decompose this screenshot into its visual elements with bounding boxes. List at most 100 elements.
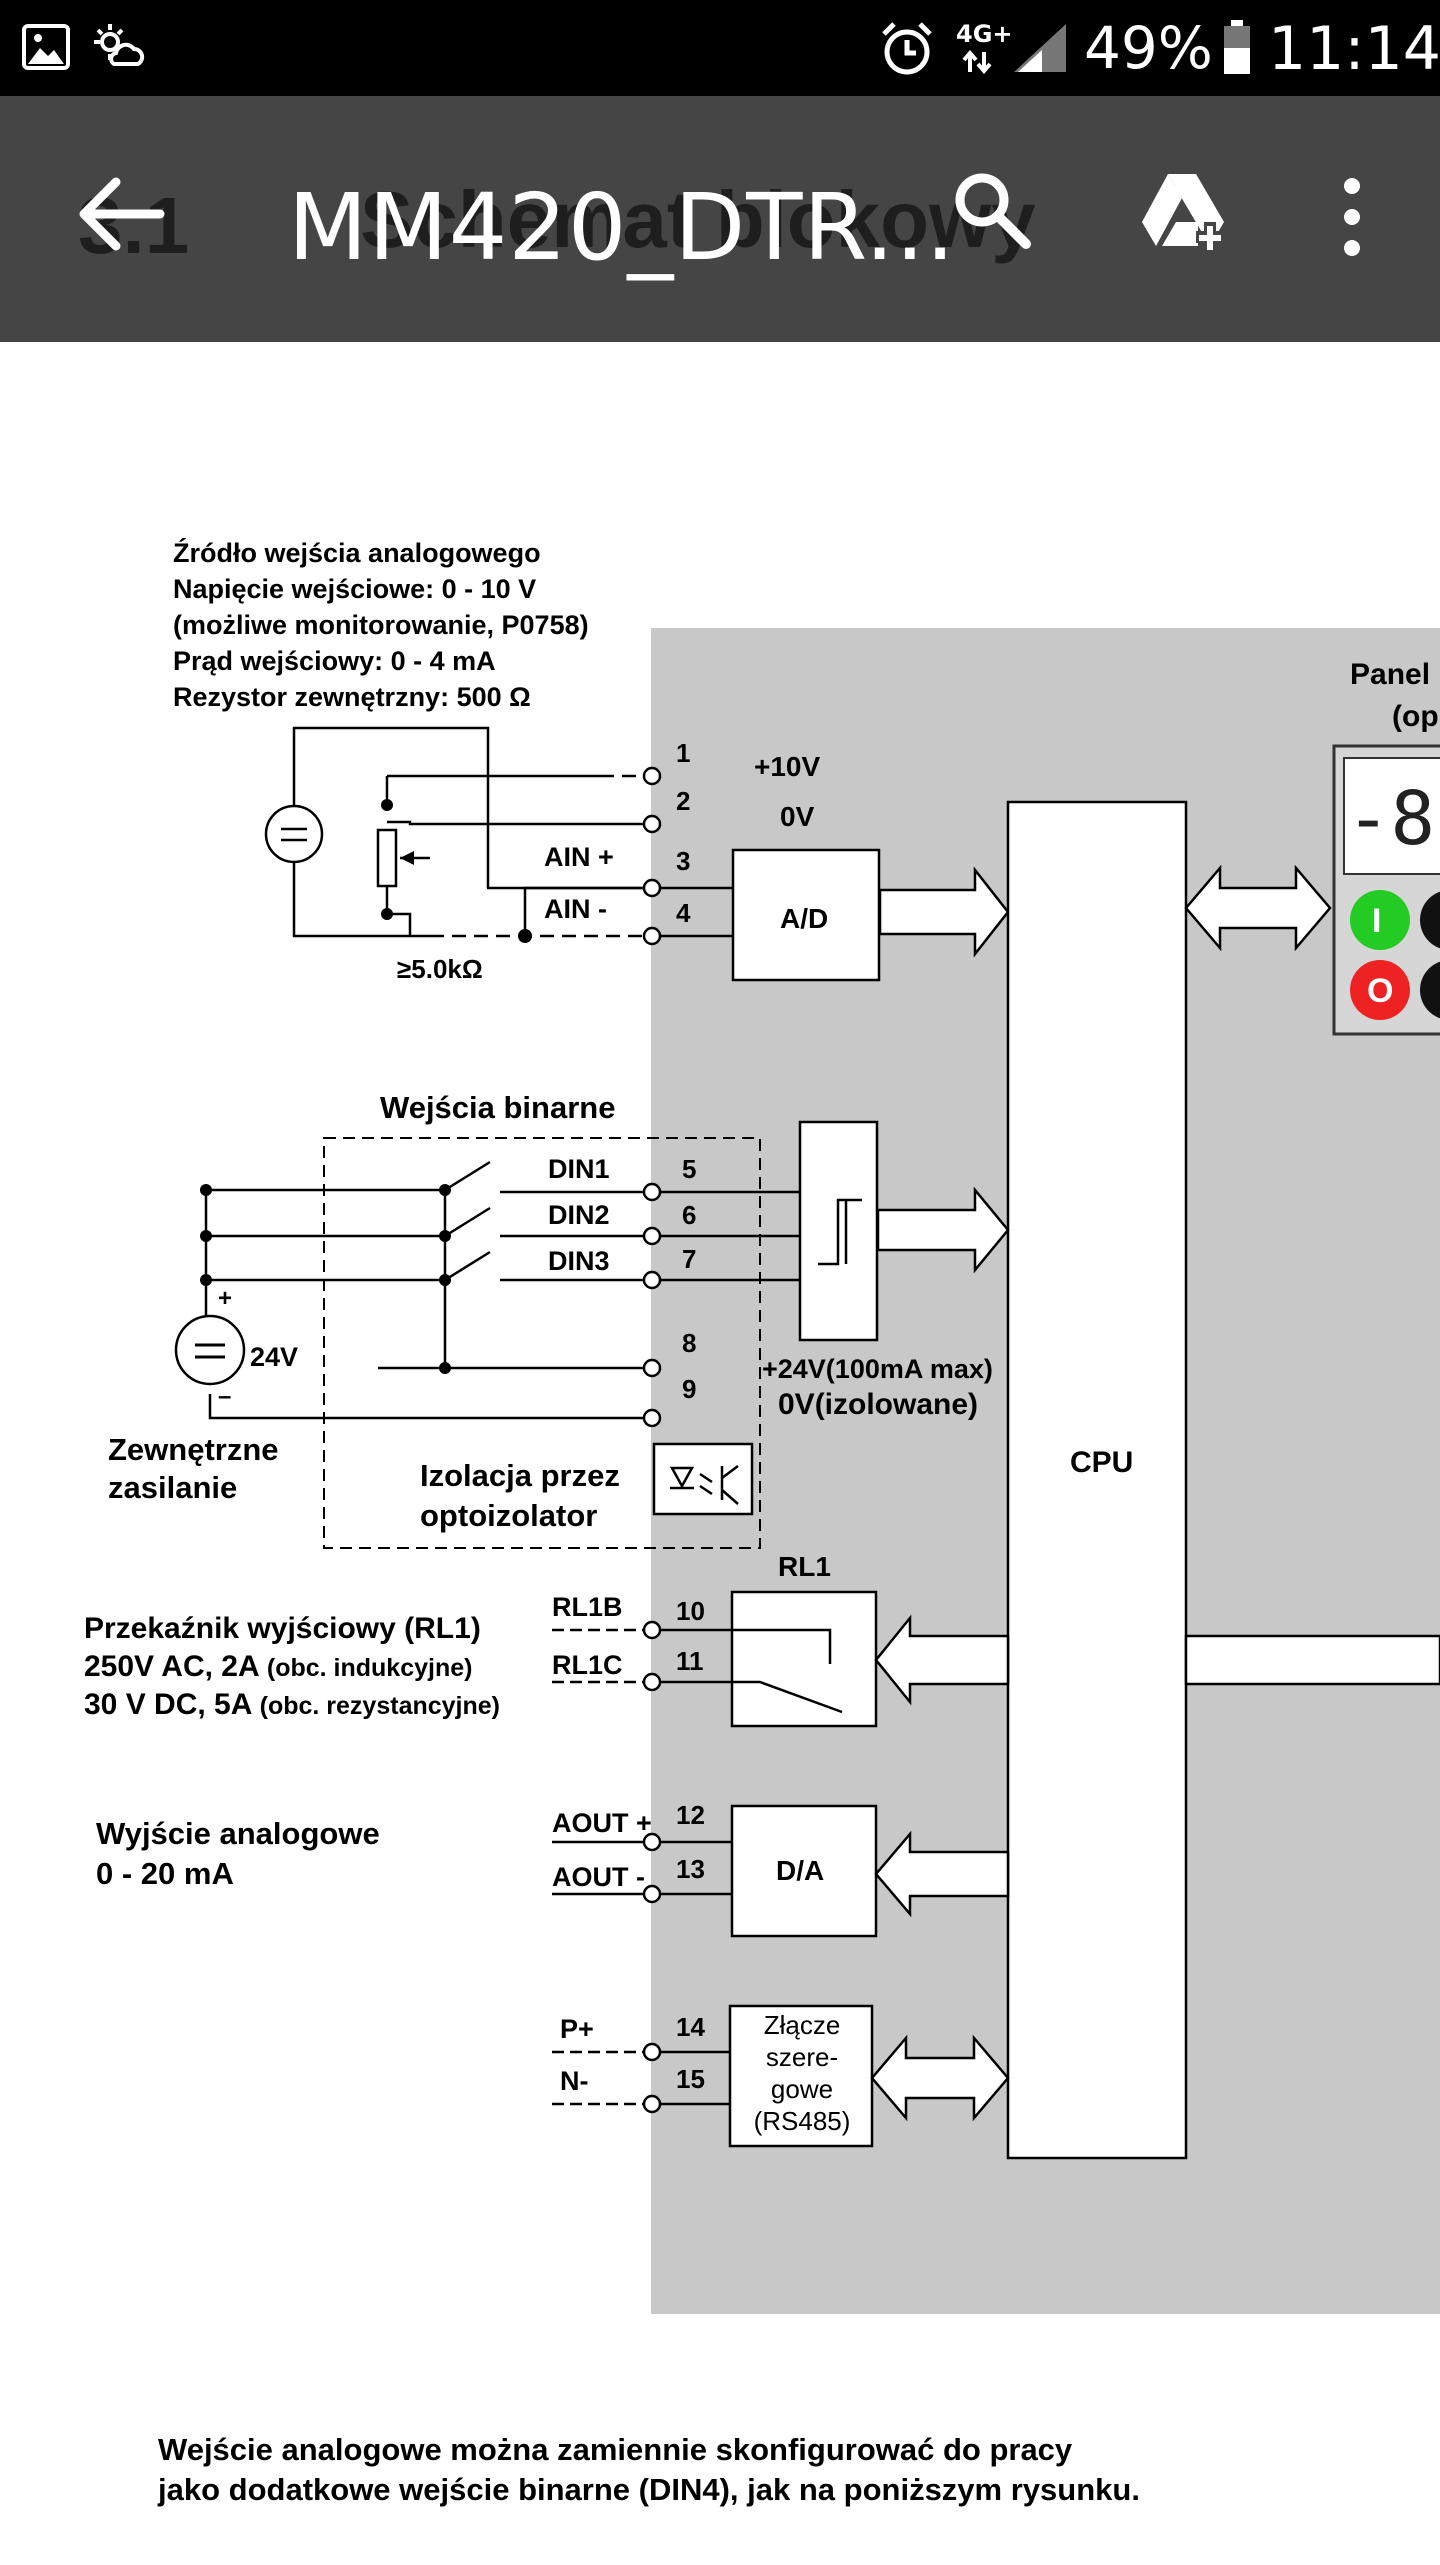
relay-desc-3a: 30 V DC, 5A — [84, 1688, 252, 1721]
terminal-4: 4 — [676, 898, 691, 928]
label-p-plus: P+ — [560, 2014, 594, 2044]
da-converter-block — [730, 1804, 878, 1938]
label-ain-minus: AIN - — [544, 894, 607, 924]
terminal-14: 14 — [676, 2012, 705, 2042]
cpu-panel-arrow — [1184, 864, 1332, 952]
network-type: 4G+ — [956, 20, 1013, 48]
data-arrows-icon — [962, 50, 992, 74]
ad-to-cpu-arrow — [878, 866, 1010, 958]
terminal-9: 9 — [682, 1374, 696, 1404]
gallery-notification-icon — [22, 24, 70, 70]
stop-button-label: O — [1367, 972, 1393, 1010]
pot-value-label: ≥5.0kΩ — [397, 954, 483, 984]
search-icon[interactable] — [950, 168, 1034, 252]
binary-to-cpu-arrow — [876, 1186, 1010, 1274]
panel-label-2: (op — [1392, 700, 1439, 733]
start-button — [1350, 890, 1410, 950]
cpu-output-bus — [1184, 1634, 1440, 1686]
stop-button — [1350, 960, 1410, 1020]
more-options-icon[interactable] — [1334, 172, 1370, 262]
svg-text:250V AC, 2A (obc. indukcyjne): 250V AC, 2A (obc. indukcyjne) — [84, 1650, 472, 1683]
relay-desc-2a: 250V AC, 2A — [84, 1650, 259, 1683]
label-n-minus: N- — [560, 2066, 589, 2096]
document-page: Źródło wejścia analogowego Napięcie wejś… — [0, 342, 1440, 2560]
label-supply-24v: +24V(100mA max) — [762, 1354, 993, 1384]
status-bar: 4G+ 49% 11:14 — [0, 0, 1440, 96]
label-aout-plus: AOUT + — [552, 1808, 652, 1838]
serial-interface-block — [728, 2004, 874, 2148]
panel-button-2 — [1420, 891, 1440, 949]
block-diagram: Źródło wejścia analogowego Napięcie wejś… — [84, 537, 1440, 2314]
label-ad: A/D — [780, 903, 828, 934]
panel-display-digits: -8.8 — [1346, 776, 1440, 862]
app-bar: 3.1 Schemat blokowy MM420_DTR... — [0, 96, 1440, 342]
terminal-12: 12 — [676, 1800, 705, 1830]
label-supply-0v: 0V(izolowane) — [778, 1388, 978, 1421]
alarm-icon — [882, 22, 932, 75]
section-heading-background: Schemat blokowy — [360, 175, 1036, 264]
relay-block — [730, 1590, 878, 1728]
ad-converter-block — [731, 848, 881, 982]
terminal-3: 3 — [676, 846, 690, 876]
serial-cpu-arrow — [870, 2034, 1010, 2122]
opto-label-1: Izolacja przez — [420, 1458, 620, 1493]
label-din2: DIN2 — [548, 1200, 610, 1230]
terminal-5: 5 — [682, 1154, 696, 1184]
analog-source-voltage: Napięcie wejściowe: 0 - 10 V — [173, 574, 536, 604]
external-supply-label-2: zasilanie — [108, 1470, 237, 1505]
caption-line-1: Wejście analogowe można zamiennie skonfi… — [158, 2432, 1073, 2467]
terminal-15: 15 — [676, 2064, 705, 2094]
terminal-1: 1 — [676, 738, 690, 768]
svg-text:+: + — [218, 1285, 232, 1312]
aout-title-2: 0 - 20 mA — [96, 1856, 234, 1891]
svg-text:30 V DC, 5A (obc. rezystancyjn: 30 V DC, 5A (obc. rezystancyjne) — [84, 1688, 500, 1721]
panel-display — [1343, 757, 1440, 875]
label-plus10v: +10V — [754, 751, 820, 782]
signal-icon — [1014, 24, 1066, 72]
svg-text:–: – — [218, 1383, 231, 1410]
external-supply-label-1: Zewnętrzne — [108, 1432, 279, 1467]
label-da: D/A — [776, 1855, 824, 1886]
terminal-6: 6 — [682, 1200, 696, 1230]
aout-title-1: Wyjście analogowe — [96, 1816, 380, 1851]
serial-label-2: szere- — [766, 2042, 838, 2072]
optocoupler-symbol — [652, 1442, 754, 1516]
terminal-circles-binary — [642, 1182, 662, 1428]
label-din1: DIN1 — [548, 1154, 610, 1184]
back-arrow-icon[interactable] — [72, 174, 168, 254]
label-aout-minus: AOUT - — [552, 1862, 645, 1892]
analog-source-monitor: (możliwe monitorowanie, P0758) — [173, 610, 589, 640]
battery-percent: 49% — [1084, 14, 1213, 82]
panel-label-1: Panel — [1350, 658, 1430, 691]
serial-label-3: gowe — [771, 2074, 833, 2104]
serial-label-1: Złącze — [764, 2010, 841, 2040]
cpu-block — [1006, 800, 1188, 2160]
panel-button-4 — [1420, 961, 1440, 1019]
label-cpu: CPU — [1070, 1446, 1133, 1479]
cpu-to-da-arrow — [874, 1830, 1010, 1918]
add-to-drive-icon[interactable] — [1138, 170, 1230, 254]
binary-inputs-title: Wejścia binarne — [380, 1090, 615, 1125]
start-button-label: I — [1372, 902, 1381, 940]
relay-desc-2b: (obc. indukcyjne) — [267, 1654, 473, 1682]
document-caption: Wejście analogowe można zamiennie skonfi… — [158, 2430, 1140, 2510]
label-rl1b: RL1B — [552, 1592, 623, 1622]
serial-label-4: (RS485) — [754, 2106, 851, 2136]
terminal-13: 13 — [676, 1854, 705, 1884]
analog-source-current: Prąd wejściowy: 0 - 4 mA — [173, 646, 496, 676]
battery-icon — [1224, 20, 1250, 74]
clock: 11:14 — [1268, 14, 1440, 84]
binary-inputs-boundary — [323, 1137, 761, 1549]
terminal-8: 8 — [682, 1328, 696, 1358]
label-24v: 24V — [250, 1342, 298, 1372]
relay-desc-3b: (obc. rezystancyjne) — [260, 1692, 500, 1720]
label-ain-plus: AIN + — [544, 842, 614, 872]
terminal-11: 11 — [676, 1646, 704, 1676]
caption-line-2: jako dodatkowe wejście binarne (DIN4), j… — [158, 2472, 1140, 2507]
terminal-10: 10 — [676, 1596, 705, 1626]
analog-source-resistor: Rezystor zewnętrzny: 500 Ω — [173, 682, 531, 712]
label-rl1: RL1 — [778, 1551, 831, 1582]
label-din3: DIN3 — [548, 1246, 610, 1276]
analog-source-circuit — [264, 726, 650, 938]
label-0v: 0V — [780, 801, 815, 832]
